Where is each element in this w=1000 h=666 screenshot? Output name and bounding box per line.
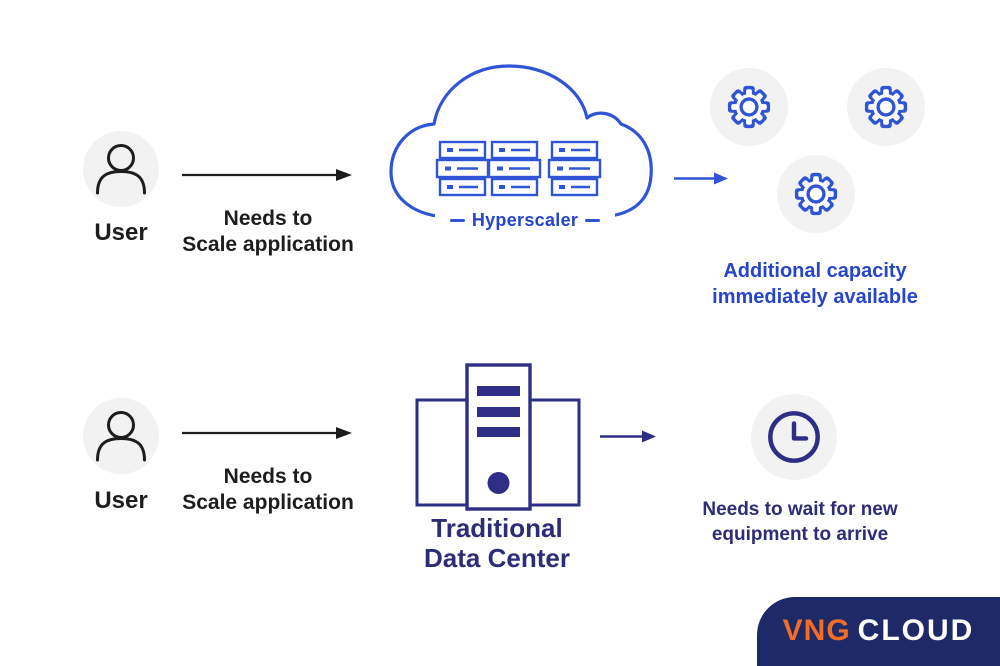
hyperscaler-label: Hyperscaler [435, 209, 615, 231]
gear-bubble [847, 68, 925, 146]
user-icon [96, 411, 146, 462]
gear-icon [794, 172, 838, 216]
clock-bubble [751, 394, 837, 480]
black-arrow-icon [182, 427, 352, 439]
user-label: User [94, 219, 148, 246]
gear-icon [864, 85, 908, 129]
scale-action-label: Needs to Scale application [182, 207, 354, 256]
cloud-icon [389, 64, 653, 219]
user-label: User [94, 487, 148, 514]
clock-icon [768, 411, 820, 463]
label-dash-left [449, 218, 465, 222]
scale-action-label: Needs to Scale application [182, 465, 354, 514]
user-avatar [83, 131, 159, 207]
gear-bubble [710, 68, 788, 146]
gear-bubble [777, 155, 855, 233]
wait-equipment-label: Needs to wait for new equipment to arriv… [702, 499, 898, 545]
logo-product-text: CLOUD [857, 613, 975, 647]
additional-capacity-label: Additional capacity immediately availabl… [712, 260, 918, 308]
black-arrow-icon [182, 169, 352, 181]
server-rack-icon [435, 140, 602, 197]
datacenter-icon [415, 363, 581, 511]
label-dash-right [585, 218, 601, 222]
user-avatar [83, 398, 159, 474]
logo-brand-text: VNG [782, 613, 851, 647]
navy-arrow-icon [600, 430, 656, 443]
datacenter-label: Traditional Data Center [424, 513, 570, 573]
gear-icon [727, 85, 771, 129]
brand-logo: VNG CLOUD [757, 597, 1000, 666]
user-icon [96, 144, 146, 195]
blue-arrow-icon [674, 172, 728, 185]
